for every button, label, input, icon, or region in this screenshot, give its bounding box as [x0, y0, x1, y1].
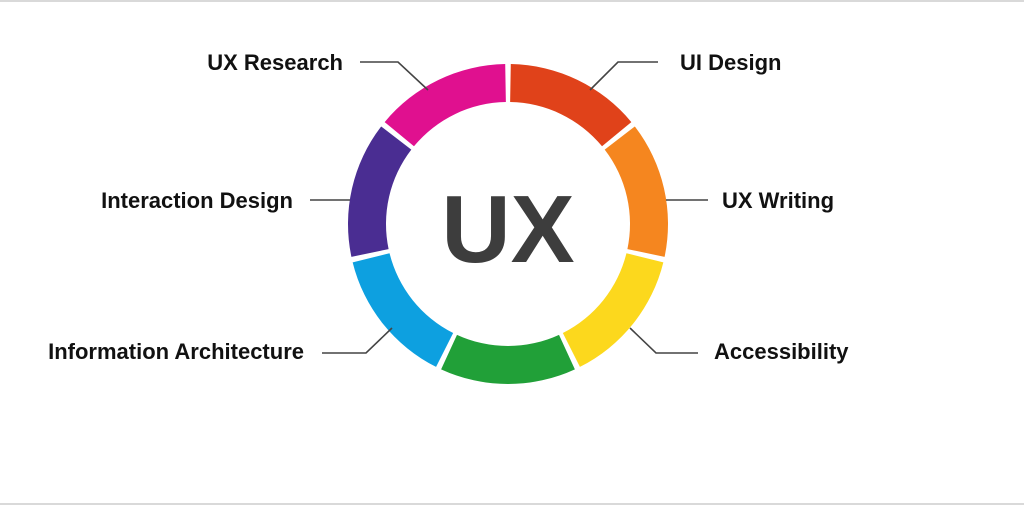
label-ui-design: UI Design [680, 50, 781, 75]
label-ux-research: UX Research [207, 50, 343, 75]
ring-segment-information-architecture [352, 253, 454, 367]
ring-segment-ux-research [384, 64, 506, 147]
leader-accessibility [629, 327, 698, 354]
center-title: UX [441, 176, 574, 283]
ring-segment-ui-design [510, 64, 632, 147]
leader-ui-design [589, 61, 658, 91]
ring [348, 64, 668, 384]
ring-segment-accessibility [562, 253, 664, 367]
label-interaction-design: Interaction Design [101, 188, 293, 213]
label-accessibility: Accessibility [714, 339, 849, 364]
ring-segment-bottom [441, 334, 575, 384]
leader-ux-research [360, 61, 429, 91]
ring-segment-interaction-design [348, 126, 412, 257]
ring-segment-ux-writing [604, 126, 668, 257]
label-ux-writing: UX Writing [722, 188, 834, 213]
leader-information-architecture [322, 327, 393, 354]
label-information-architecture: Information Architecture [48, 339, 304, 364]
